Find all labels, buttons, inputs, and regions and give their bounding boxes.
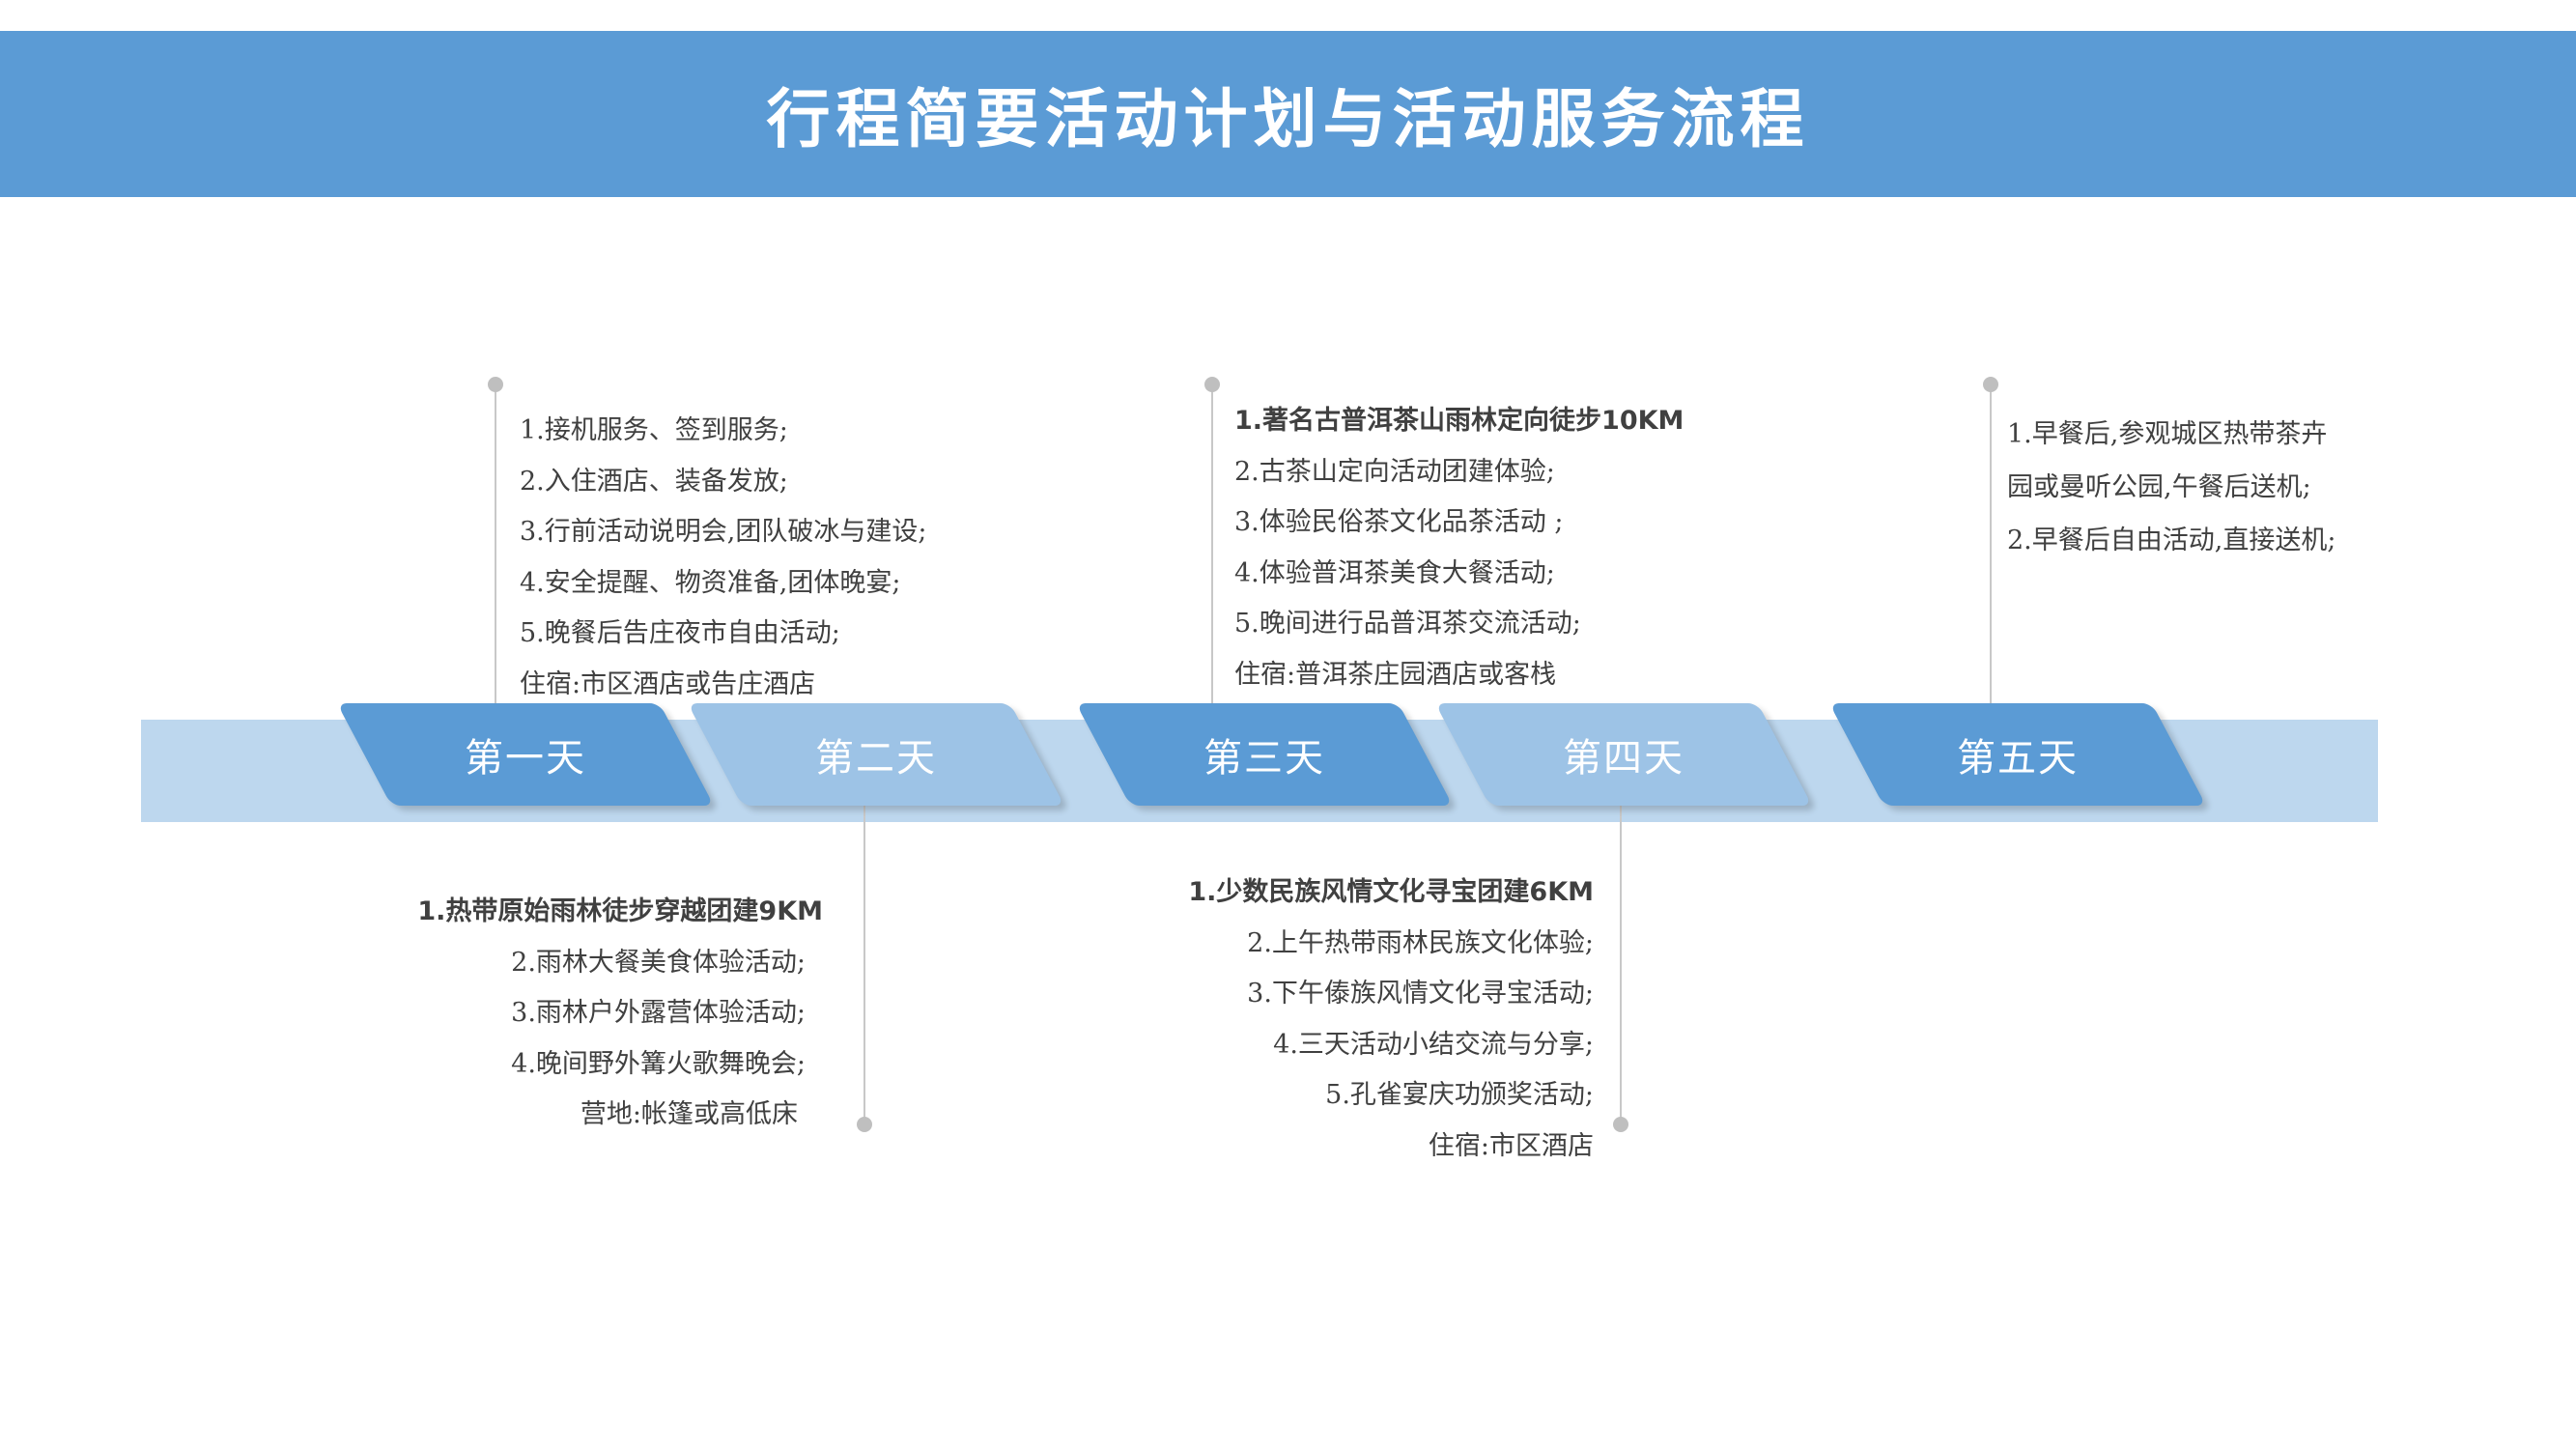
- activity-item: 1.接机服务、签到服务;: [520, 415, 788, 445]
- activity-item: 3.行前活动说明会,团队破冰与建设;: [520, 517, 927, 547]
- day3-activities: 1.著名古普洱茶山雨林定向徒步10KM 2.古茶山定向活动团建体验; 3.体验民…: [1234, 396, 1684, 700]
- connector-dot-day5: [1983, 377, 1998, 392]
- activity-item: 4.安全提醒、物资准备,团体晚宴;: [520, 567, 901, 598]
- connector-dot-day1: [488, 377, 503, 392]
- activity-item: 园或曼听公园,午餐后送机;: [2007, 472, 2311, 502]
- activity-item: 2.雨林大餐美食体验活动;: [511, 947, 806, 978]
- connector-day4: [1620, 806, 1622, 1124]
- page-title: 行程简要活动计划与活动服务流程: [766, 81, 1810, 156]
- lodging-info: 住宿:普洱茶庄园酒店或客栈: [1234, 659, 1557, 690]
- activity-item: 4.晚间野外篝火歌舞晚会;: [511, 1048, 806, 1079]
- activity-item: 2.入住酒店、装备发放;: [520, 466, 788, 497]
- activity-item: 3.雨林户外露营体验活动;: [511, 998, 806, 1028]
- day1-activities: 1.接机服务、签到服务; 2.入住酒店、装备发放; 3.行前活动说明会,团队破冰…: [520, 406, 926, 710]
- connector-day5: [1990, 384, 1992, 705]
- activity-item: 4.三天活动小结交流与分享;: [1273, 1029, 1594, 1060]
- day-label: 第一天: [465, 736, 586, 781]
- activity-item: 2.早餐后自由活动,直接送机;: [2007, 526, 2336, 555]
- activity-item: 3.体验民俗茶文化品茶活动 ;: [1234, 507, 1564, 537]
- activity-item: 4.体验普洱茶美食大餐活动;: [1234, 557, 1555, 588]
- activity-item: 5.孔雀宴庆功颁奖活动;: [1325, 1080, 1594, 1110]
- day-marker-1: 第一天: [336, 703, 715, 806]
- day-marker-2: 第二天: [687, 703, 1065, 806]
- day2-activities: 1.热带原始雨林徒步穿越团建9KM 2.雨林大餐美食体验活动; 3.雨林户外露营…: [406, 887, 823, 1141]
- connector-day2: [863, 806, 865, 1124]
- connector-dot-day3: [1204, 377, 1220, 392]
- day-marker-3: 第三天: [1075, 703, 1454, 806]
- day-label: 第三天: [1203, 736, 1325, 781]
- activity-item: 3.下午傣族风情文化寻宝活动;: [1247, 979, 1594, 1009]
- connector-day3: [1211, 384, 1213, 705]
- day-label: 第二天: [815, 736, 937, 781]
- activity-item: 5.晚间进行品普洱茶交流活动;: [1234, 609, 1581, 639]
- day-marker-5: 第五天: [1828, 703, 2207, 806]
- lodging-info: 住宿:市区酒店: [1428, 1130, 1594, 1161]
- connector-dot-day2: [857, 1117, 872, 1132]
- lodging-info: 营地:帐篷或高低床: [580, 1099, 798, 1129]
- activity-item: 2.古茶山定向活动团建体验;: [1234, 456, 1555, 487]
- day4-activities: 1.少数民族风情文化寻宝团建6KM 2.上午热带雨林民族文化体验; 3.下午傣族…: [1149, 867, 1594, 1172]
- title-banner: 行程简要活动计划与活动服务流程: [0, 31, 2576, 197]
- activity-item: 2.上午热带雨林民族文化体验;: [1247, 927, 1594, 958]
- lodging-info: 住宿:市区酒店或告庄酒店: [520, 668, 816, 699]
- connector-dot-day4: [1613, 1117, 1628, 1132]
- day-marker-4: 第四天: [1434, 703, 1813, 806]
- activity-item: 1.少数民族风情文化寻宝团建6KM: [1188, 877, 1594, 907]
- activity-item: 1.著名古普洱茶山雨林定向徒步10KM: [1234, 406, 1684, 436]
- day5-activities: 1.早餐后,参观城区热带茶卉 园或曼听公园,午餐后送机; 2.早餐后自由活动,直…: [2007, 408, 2335, 567]
- day-label: 第四天: [1563, 736, 1684, 781]
- activity-item: 1.早餐后,参观城区热带茶卉: [2007, 419, 2328, 449]
- activity-item: 5.晚餐后告庄夜市自由活动;: [520, 618, 840, 648]
- activity-item: 1.热带原始雨林徒步穿越团建9KM: [417, 896, 823, 926]
- day-label: 第五天: [1957, 736, 2079, 781]
- connector-day1: [495, 384, 496, 705]
